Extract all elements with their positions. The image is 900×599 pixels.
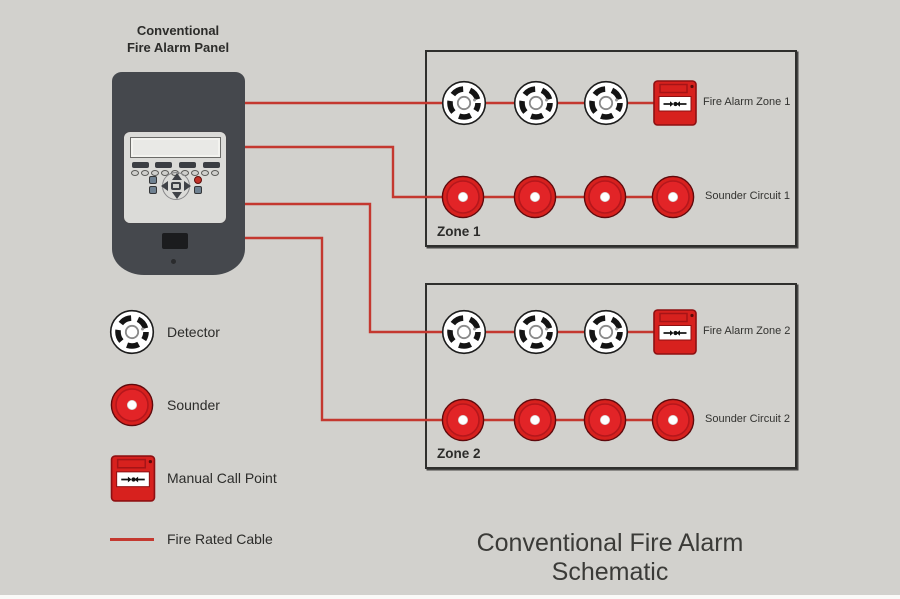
detector-icon — [583, 80, 629, 126]
sounder-icon — [651, 398, 695, 442]
zone2-detector-circuit-label: Fire Alarm Zone 2 — [703, 325, 791, 337]
panel-caption-line1: Conventional — [136, 23, 220, 38]
detector-icon — [441, 309, 487, 355]
sounder-icon — [513, 398, 557, 442]
manual-call-point-icon — [110, 455, 156, 502]
panel-button — [194, 186, 202, 194]
led-indicator — [191, 170, 199, 176]
legend-detector-label: Detector — [167, 324, 220, 340]
dpad-left-icon — [161, 181, 168, 191]
zone2-sounder-circuit-label: Sounder Circuit 2 — [705, 413, 790, 425]
detector-icon — [513, 80, 559, 126]
panel-caption: Conventional Fire Alarm Panel — [100, 22, 256, 56]
cable-zone2-detector-circuit — [245, 202, 655, 334]
panel-button — [149, 186, 157, 194]
sounder-icon — [583, 175, 627, 219]
manual-call-point-icon — [653, 309, 697, 355]
function-button — [203, 162, 220, 168]
manual-call-point-icon — [653, 80, 697, 126]
panel-red-button — [194, 176, 202, 184]
led-indicator — [201, 170, 209, 176]
panel-screw — [171, 259, 176, 264]
detector-icon — [583, 309, 629, 355]
sounder-icon — [513, 175, 557, 219]
panel-caption-line2: Fire Alarm Panel — [126, 40, 230, 55]
lcd-display — [130, 137, 221, 158]
dpad-up-icon — [172, 173, 182, 180]
panel-keypad-face — [123, 131, 227, 224]
led-indicator — [141, 170, 149, 176]
zone1-sounder-circuit-label: Sounder Circuit 1 — [705, 190, 790, 202]
dpad-right-icon — [184, 181, 191, 191]
sounder-icon — [583, 398, 627, 442]
bottom-edge-strip — [0, 595, 900, 599]
zone1-box: Fire Alarm Zone 1 Sounder Circuit 1 Zone… — [425, 50, 797, 247]
cable-zone2-sounder-circuit — [245, 236, 675, 422]
function-button — [179, 162, 196, 168]
legend-sounder-label: Sounder — [167, 397, 220, 413]
zone2-box: Fire Alarm Zone 2 Sounder Circuit 2 Zone… — [425, 283, 797, 469]
sounder-icon — [110, 383, 154, 427]
dpad-down-icon — [172, 192, 182, 199]
sounder-icon — [441, 175, 485, 219]
fire-alarm-panel — [112, 72, 245, 275]
zone1-detector-circuit-label: Fire Alarm Zone 1 — [703, 96, 791, 108]
sounder-icon — [441, 398, 485, 442]
detector-icon — [441, 80, 487, 126]
function-button — [155, 162, 172, 168]
detector-icon — [109, 309, 155, 355]
panel-key-slot — [162, 233, 188, 249]
legend-fire-rated-cable-label: Fire Rated Cable — [167, 531, 273, 547]
led-indicator — [151, 170, 159, 176]
legend-manual-call-point-label: Manual Call Point — [167, 470, 277, 486]
function-button — [132, 162, 149, 168]
panel-button — [149, 176, 157, 184]
dpad-center-button — [171, 182, 181, 190]
zone2-name: Zone 2 — [437, 446, 481, 461]
fire-rated-cable-icon — [110, 538, 154, 541]
led-indicator — [131, 170, 139, 176]
detector-icon — [513, 309, 559, 355]
led-indicator — [211, 170, 219, 176]
zone1-name: Zone 1 — [437, 224, 481, 239]
diagram-title: Conventional Fire Alarm Schematic — [476, 529, 744, 586]
sounder-icon — [651, 175, 695, 219]
